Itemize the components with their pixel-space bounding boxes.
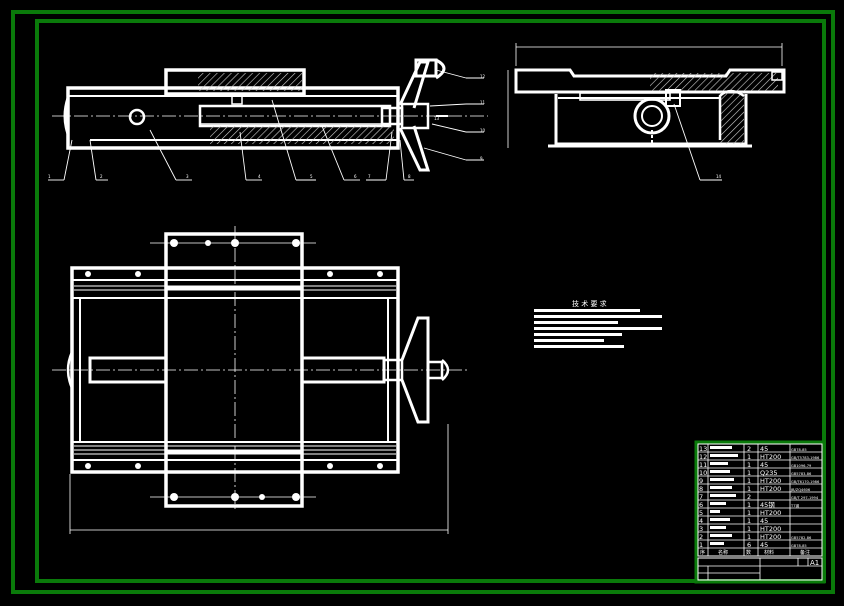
top-view-bolts (85, 239, 383, 501)
inner-frame (35, 19, 826, 583)
bom-cell-no: 3 (699, 525, 703, 533)
bom-cell-no: 13 (699, 445, 707, 453)
side-view (507, 43, 786, 181)
balloon-8: 8 (408, 174, 411, 179)
bom-cell-material: HT200 (760, 453, 781, 461)
bom-cell-no: 7 (699, 493, 703, 501)
balloon-14: 14 (716, 174, 722, 179)
bom-cell-no: 6 (699, 501, 703, 509)
bom-cell-material: HT200 (760, 485, 781, 493)
bom-cell-qty: 1 (747, 501, 751, 509)
bom-cell-qty: 1 (747, 517, 751, 525)
bom-cell-std: GB/T 297-1994 (791, 496, 819, 500)
bom-cell-qty: 2 (747, 493, 751, 501)
bom-cell-material: 45 (760, 541, 768, 549)
bom-header-no: 序 (700, 549, 705, 556)
balloon-13: 13 (434, 116, 440, 121)
outer-frame (11, 10, 835, 594)
bom-cell-qty: 1 (747, 525, 751, 533)
balloon-7: 7 (368, 174, 371, 179)
bom-cell-no: 1 (699, 541, 703, 549)
sheet-size-code: A1 (810, 559, 819, 567)
bom-cell-qty: 1 (747, 469, 751, 477)
bom-cell-no: 2 (699, 533, 703, 541)
bom-cell-material: HT200 (760, 533, 781, 541)
bom-cell-qty: 6 (747, 541, 751, 549)
balloon-6: 6 (354, 174, 357, 179)
bom-cell-no: 8 (699, 485, 703, 493)
bom-cell-material: Q235 (760, 469, 778, 477)
top-view (52, 226, 470, 534)
bom-cell-material: 45钢 (760, 501, 775, 509)
bom-cell-no: 4 (699, 517, 703, 525)
bom-cell-no: 5 (699, 509, 703, 517)
bom-cell-std: GB/T5783-1986 (791, 456, 820, 460)
bom-cell-no: 12 (699, 453, 707, 461)
balloon-5: 5 (310, 174, 313, 179)
bom-cell-no: 9 (699, 477, 703, 485)
balloon-2: 2 (100, 174, 103, 179)
bom-cell-qty: 1 (747, 485, 751, 493)
bom-cell-qty: 1 (747, 477, 751, 485)
bom-cell-material: HT200 (760, 477, 781, 485)
balloon-1: 1 (48, 174, 51, 179)
balloon-10: 10 (480, 128, 486, 133)
technical-requirements: 技 术 要 求 (534, 299, 662, 348)
balloon-12: 12 (480, 74, 486, 79)
bom-cell-material: HT200 (760, 509, 781, 517)
bom-cell-qty: 1 (747, 509, 751, 517)
bom-header-material: 材料 (764, 549, 774, 556)
balloon-11: 11 (480, 100, 486, 105)
bom-cell-qty: 1 (747, 533, 751, 541)
bom-cell-std: GB/T6170-1986 (791, 480, 820, 484)
bom-cell-no: 11 (699, 461, 707, 469)
bom-cell-no: 10 (699, 469, 707, 477)
bom-header-qty: 数 (746, 549, 751, 556)
bom-cell-std: GB5782-86 (791, 536, 812, 540)
bom-cell-std: JB/ZQ4606 (790, 488, 811, 492)
tech-req-lines (534, 309, 662, 348)
bom-cell-material: 45 (760, 445, 768, 453)
front-view (48, 58, 488, 181)
bom-header-remark: 备注 (800, 549, 810, 556)
balloon-3: 3 (186, 174, 189, 179)
bom-cell-qty: 2 (747, 445, 751, 453)
tech-req-title: 技 术 要 求 (572, 299, 607, 308)
bom-cell-qty: 1 (747, 453, 751, 461)
bom-cell-material: 45 (760, 517, 768, 525)
bom-cell-std: GB5783-86 (791, 472, 812, 476)
bom-cell-std: GB1096-79 (791, 464, 812, 468)
balloon-4: 4 (258, 174, 261, 179)
balloon-9: 9 (480, 156, 483, 161)
bom-cell-material: HT200 (760, 525, 781, 533)
bom-cell-std: T7钢 (790, 503, 799, 508)
bom-cell-qty: 1 (747, 461, 751, 469)
bom-cell-material: 45 (760, 461, 768, 469)
bom-cell-std: GB78-85 (791, 448, 807, 452)
bom-header-name: 名称 (718, 549, 728, 556)
bom-cell-std: GB78-85 (791, 544, 807, 548)
front-view-balloons: 1 2 3 4 5 6 7 8 9 10 11 12 13 (48, 74, 486, 179)
